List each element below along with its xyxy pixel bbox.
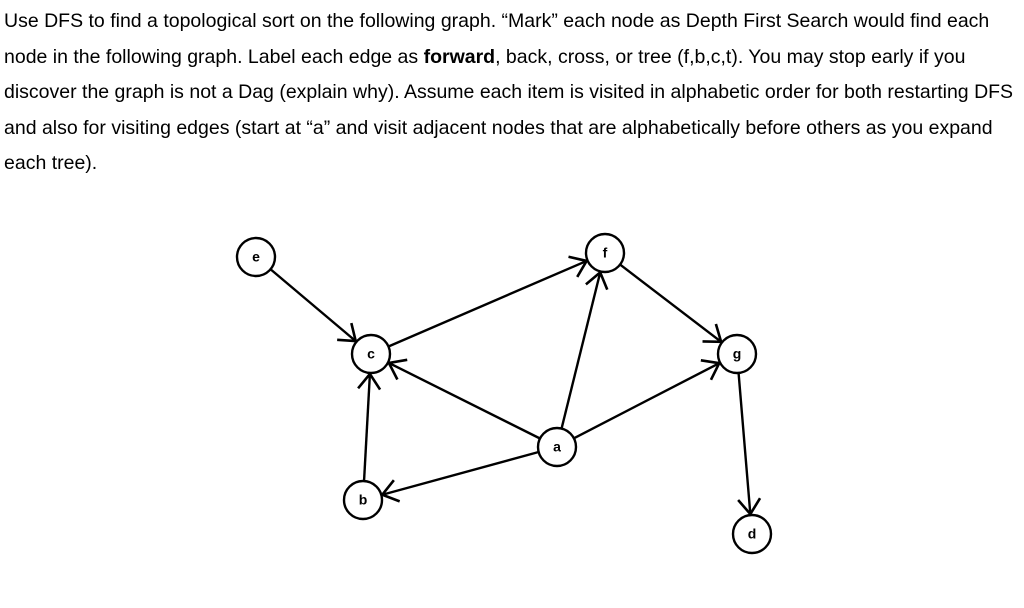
- node-label: g: [733, 346, 742, 362]
- node-circle: [536, 426, 578, 468]
- node-a: a: [536, 426, 578, 468]
- node-f: f: [584, 232, 626, 274]
- node-label: e: [252, 249, 260, 265]
- node-circle: [350, 333, 392, 375]
- edge-line: [381, 450, 539, 496]
- edge-line: [388, 361, 541, 440]
- node-circle: [716, 333, 758, 375]
- edge-line: [619, 263, 722, 343]
- edge-c-f: [387, 255, 589, 348]
- edge-line: [387, 259, 588, 348]
- edge-a-c: [386, 358, 541, 440]
- node-circle: [584, 232, 626, 274]
- node-label: c: [367, 346, 375, 362]
- edge-a-b: [380, 450, 539, 503]
- node-g: g: [716, 333, 758, 375]
- node-c: c: [350, 333, 392, 375]
- question-text: Use DFS to find a topological sort on th…: [4, 4, 1022, 182]
- question-bold-word: forward: [423, 45, 496, 68]
- edge-g-d: [737, 372, 762, 517]
- node-label: f: [603, 245, 608, 261]
- edge-line: [269, 268, 357, 343]
- edges-layer: [269, 255, 762, 517]
- edge-a-f: [560, 270, 609, 429]
- edge-line: [737, 372, 752, 515]
- node-circle: [342, 479, 384, 521]
- node-label: a: [553, 439, 561, 455]
- edge-line: [573, 362, 720, 440]
- edge-line: [560, 272, 602, 429]
- question-part-1: Use DFS to find a topological sort on th…: [4, 10, 990, 68]
- edge-e-c: [269, 268, 358, 343]
- edge-a-g: [573, 359, 722, 440]
- node-circle: [731, 513, 773, 555]
- node-e: e: [235, 236, 277, 278]
- node-label: d: [748, 526, 757, 542]
- question-part-2: , back, cross, or tree (f,b,c,t). You ma…: [4, 45, 1014, 175]
- edge-b-c: [357, 371, 382, 482]
- nodes-layer: e f c g a b d: [235, 232, 773, 555]
- node-circle: [235, 236, 277, 278]
- edge-line: [362, 373, 372, 482]
- node-d: d: [731, 513, 773, 555]
- edge-f-g: [619, 263, 723, 344]
- node-label: b: [359, 492, 368, 508]
- node-b: b: [342, 479, 384, 521]
